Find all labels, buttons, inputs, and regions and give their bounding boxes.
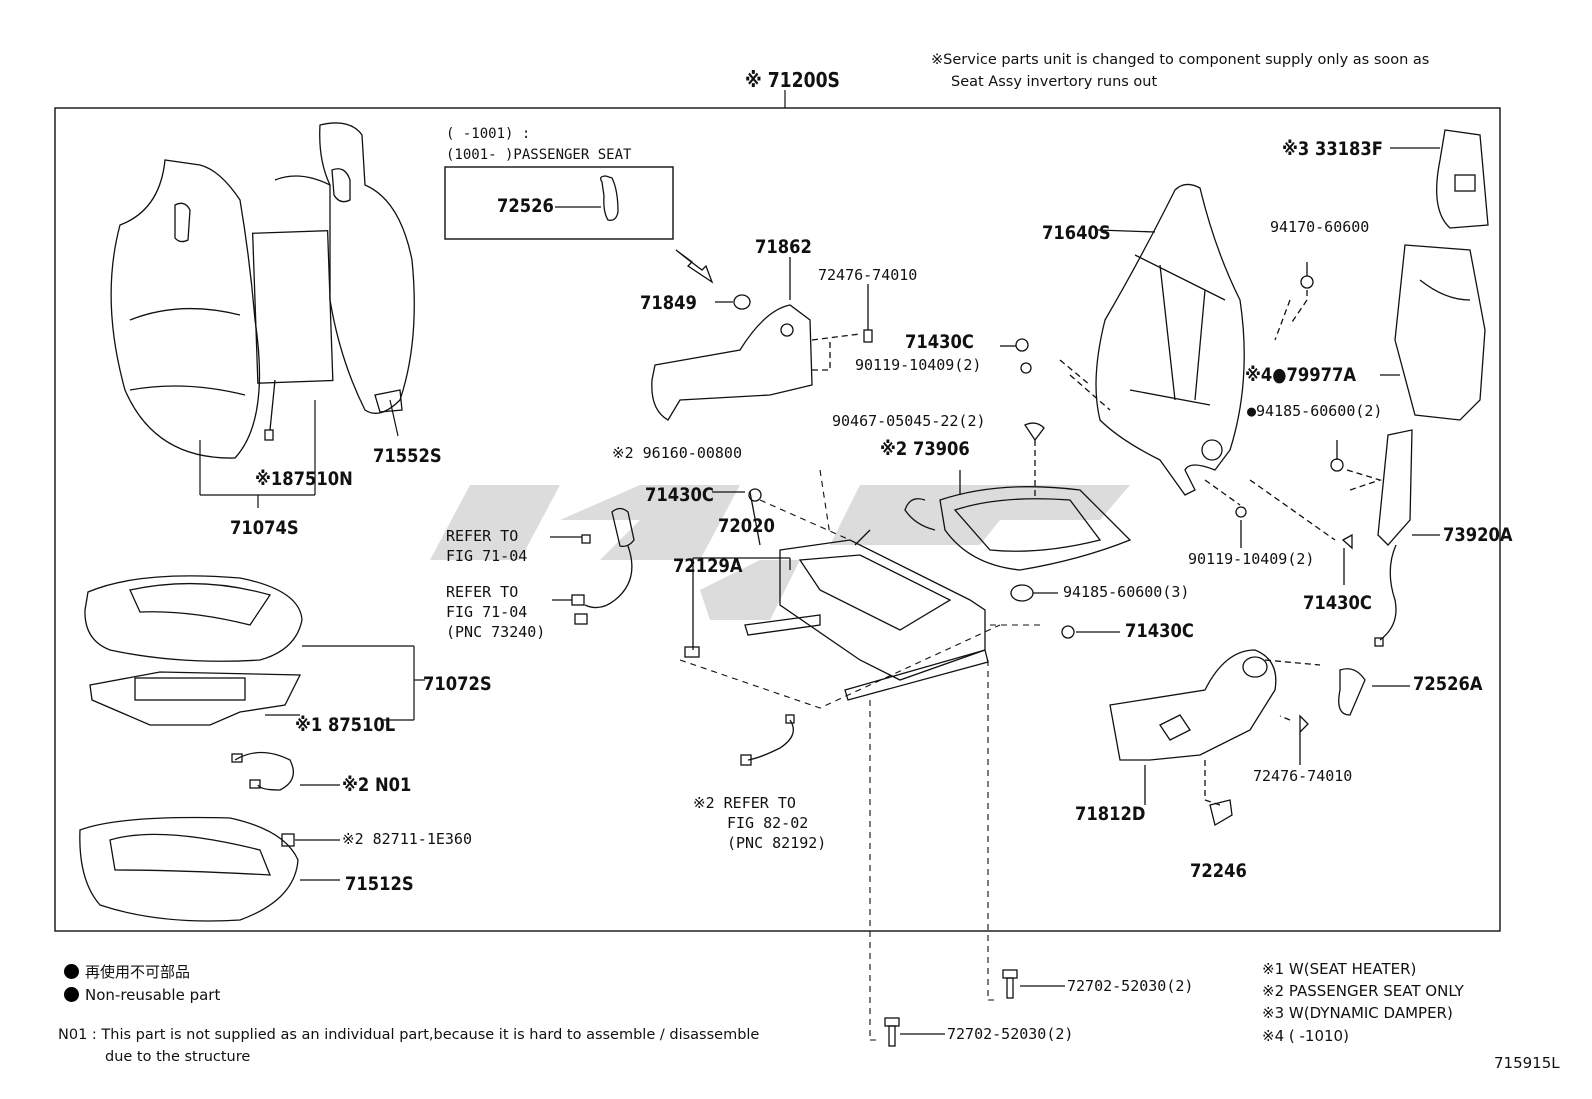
part-71072S: 71072S bbox=[423, 673, 492, 695]
part-71812D: 71812D bbox=[1075, 803, 1146, 825]
ref3-line3: (PNC 82192) bbox=[727, 834, 827, 852]
part-71512S: 71512S bbox=[345, 873, 414, 895]
footnote-1: ※1 W(SEAT HEATER) bbox=[1262, 960, 1417, 978]
part-72246: 72246 bbox=[1190, 860, 1247, 882]
side-cover-drawing bbox=[1330, 429, 1440, 647]
part-71552S: 71552S bbox=[373, 445, 442, 467]
inset-line2: (1001- )PASSENGER SEAT bbox=[446, 147, 632, 163]
part-72129A: 72129A bbox=[673, 555, 743, 577]
part-72476-74010-a: 72476-74010 bbox=[818, 266, 918, 284]
part-87510L: ※1 87510L bbox=[295, 714, 396, 736]
assembly-part-label: ※ 71200S bbox=[745, 68, 840, 92]
part-71640S: 71640S bbox=[1042, 222, 1111, 244]
part-71849: 71849 bbox=[640, 292, 697, 314]
seat-back-cover-drawing bbox=[110, 159, 261, 459]
ref3-line2: FIG 82-02 bbox=[727, 814, 809, 832]
direction-arrow bbox=[675, 249, 714, 284]
footnote-4: ※4 ( -1010) bbox=[1262, 1027, 1349, 1045]
inset-box bbox=[444, 166, 674, 240]
filled-dot-icon bbox=[64, 964, 79, 979]
part-71430C-a: 71430C bbox=[905, 331, 974, 353]
seat-back-frame-drawing bbox=[1059, 183, 1245, 496]
main-frame bbox=[54, 107, 1501, 932]
part-94170: 94170-60600 bbox=[1270, 218, 1370, 236]
frame-dashed-links bbox=[679, 469, 1040, 1041]
inset-line1: ( -1001) : bbox=[446, 126, 531, 142]
back-frame-fasteners bbox=[1000, 262, 1353, 585]
part-73906: ※2 73906 bbox=[880, 438, 970, 460]
recliner-cover-right-drawing bbox=[1109, 649, 1410, 827]
service-note-line1: ※Service parts unit is changed to compon… bbox=[931, 52, 1430, 68]
figure-code: 715915L bbox=[1494, 1054, 1560, 1072]
seat-cushion-drawing bbox=[84, 575, 303, 726]
service-note-line2: Seat Assy invertory runs out bbox=[951, 74, 1158, 90]
recliner-cover-drawing bbox=[651, 257, 873, 421]
ref3-line1: ※2 REFER TO bbox=[693, 794, 796, 812]
n01-note-line2: due to the structure bbox=[105, 1049, 251, 1065]
part-90467: 90467-05045-22(2) bbox=[832, 412, 986, 430]
part-72526A: 72526A bbox=[1413, 673, 1483, 695]
part-71430C-d: 71430C bbox=[1125, 620, 1194, 642]
part-79977A: ※4●79977A bbox=[1245, 364, 1357, 386]
part-71074S: 71074S bbox=[230, 517, 299, 539]
filled-dot-icon bbox=[64, 987, 79, 1002]
part-94185-3: 94185-60600(3) bbox=[1063, 583, 1190, 601]
part-N01: ※2 N01 bbox=[342, 774, 412, 796]
bottom-bolts-drawing bbox=[884, 969, 1065, 1047]
part-90119-b: 90119-10409(2) bbox=[1188, 550, 1315, 568]
ref2-line1: REFER TO bbox=[446, 583, 519, 601]
part-33183F: ※3 33183F bbox=[1282, 138, 1383, 160]
ref1-line2: FIG 71-04 bbox=[446, 547, 528, 565]
watermark-logo bbox=[430, 485, 1130, 620]
heater-mat-drawing bbox=[904, 422, 1132, 639]
inset-part-72526: 72526 bbox=[497, 195, 554, 217]
n01-note-line1: N01 : This part is not supplied as an in… bbox=[58, 1027, 760, 1043]
seat-back-pad-drawing bbox=[251, 122, 415, 441]
part-71862: 71862 bbox=[755, 236, 812, 258]
inset-handle-drawing bbox=[555, 175, 619, 221]
part-72702-a: 72702-52030(2) bbox=[1067, 977, 1194, 995]
footnote-3: ※3 W(DYNAMIC DAMPER) bbox=[1262, 1004, 1453, 1022]
n01-harness-drawing bbox=[231, 751, 340, 847]
part-94185-2: ●94185-60600(2) bbox=[1247, 402, 1383, 420]
ref1-line1: REFER TO bbox=[446, 527, 519, 545]
part-82711: ※2 82711-1E360 bbox=[342, 830, 472, 848]
part-72020: 72020 bbox=[718, 515, 775, 537]
legend-nonreusable-en: Non-reusable part bbox=[64, 987, 220, 1003]
part-71430C-c: 71430C bbox=[1303, 592, 1372, 614]
part-71430C-b: 71430C bbox=[645, 484, 714, 506]
seat-cushion-pad-drawing bbox=[79, 816, 340, 922]
part-72702-b: 72702-52030(2) bbox=[947, 1025, 1074, 1043]
part-96160: ※2 96160-00800 bbox=[612, 444, 742, 462]
back-board-drawing bbox=[1380, 244, 1486, 421]
seat-back-leaders bbox=[199, 399, 399, 508]
footnote-2: ※2 PASSENGER SEAT ONLY bbox=[1262, 982, 1464, 1000]
part-90119-a: 90119-10409(2) bbox=[855, 356, 982, 374]
part-73920A: 73920A bbox=[1443, 524, 1513, 546]
ref2-line2: FIG 71-04 bbox=[446, 603, 528, 621]
buckle-harness-drawing bbox=[550, 507, 635, 625]
part-72476-74010-b: 72476-74010 bbox=[1253, 767, 1353, 785]
seat-frame-drawing bbox=[684, 488, 989, 701]
dynamic-damper-drawing bbox=[1390, 129, 1489, 229]
ref2-line3: (PNC 73240) bbox=[446, 623, 546, 641]
part-87510N: ※187510N bbox=[255, 468, 353, 490]
legend-nonreusable-jp: 再使用不可部品 bbox=[64, 964, 190, 980]
wire-82192-drawing bbox=[740, 714, 795, 766]
cushion-leaders bbox=[265, 645, 425, 721]
